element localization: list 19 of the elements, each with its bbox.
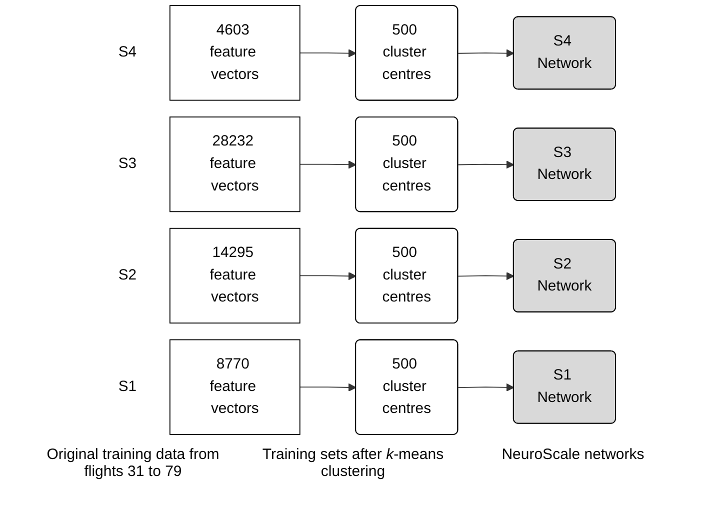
arrow xyxy=(299,160,356,169)
node-label: S1 xyxy=(118,378,137,395)
column-caption: NeuroScale networks xyxy=(500,446,646,465)
node-label: S3 xyxy=(118,156,137,172)
column-caption: Original training data from flights 31 to 79 xyxy=(46,446,220,480)
arrow xyxy=(458,49,514,58)
arrow xyxy=(458,160,514,169)
arrow xyxy=(458,272,514,280)
column-caption: Training sets after k-means clustering xyxy=(261,446,445,480)
node-box: 4603 feature vectors xyxy=(169,5,300,101)
node-label: S2 xyxy=(118,267,137,284)
node-box: 14295 feature vectors xyxy=(169,228,300,324)
arrow xyxy=(299,49,356,58)
arrow xyxy=(299,383,356,392)
arrow xyxy=(299,272,356,280)
node-box: 28232 feature vectors xyxy=(169,116,300,212)
node-label: S4 xyxy=(118,44,137,60)
node-box: 8770 feature vectors xyxy=(169,339,300,435)
arrow xyxy=(458,383,514,392)
